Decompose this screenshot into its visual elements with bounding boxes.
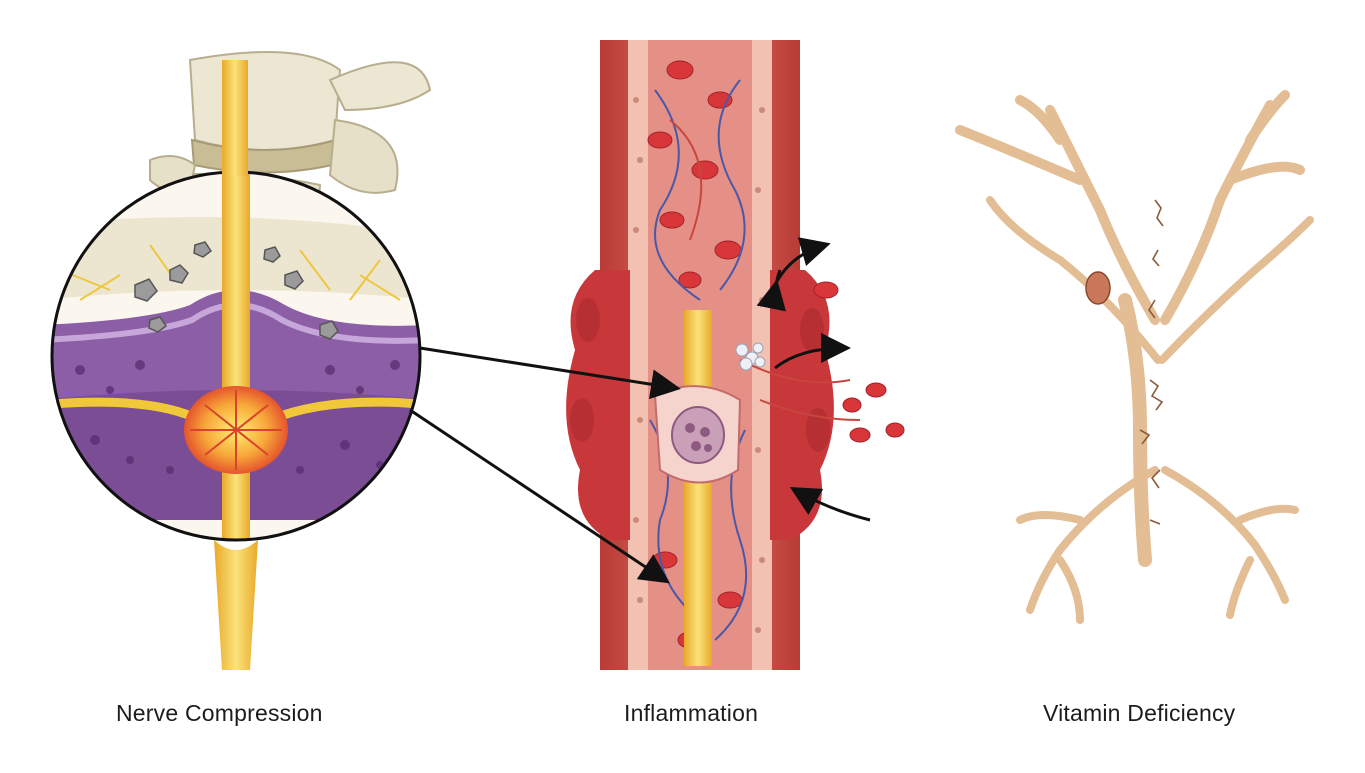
spinal-nerve-upper — [222, 60, 248, 176]
arrows — [409, 237, 871, 584]
label-inflammation: Inflammation — [624, 700, 759, 726]
nerve-fissures — [1139, 199, 1164, 525]
spinal-nerve-lower — [214, 540, 258, 670]
label-nerve-compression: Nerve Compression — [116, 700, 323, 726]
immune-cells — [735, 342, 766, 371]
degenerated-nerve — [955, 28, 1314, 682]
lesion-spot — [1085, 271, 1111, 305]
magnified-view — [50, 170, 422, 542]
affected-nerve — [684, 310, 712, 666]
inflamed-lesion — [653, 385, 742, 484]
label-vitamin-deficiency: Vitamin Deficiency — [1043, 700, 1236, 726]
